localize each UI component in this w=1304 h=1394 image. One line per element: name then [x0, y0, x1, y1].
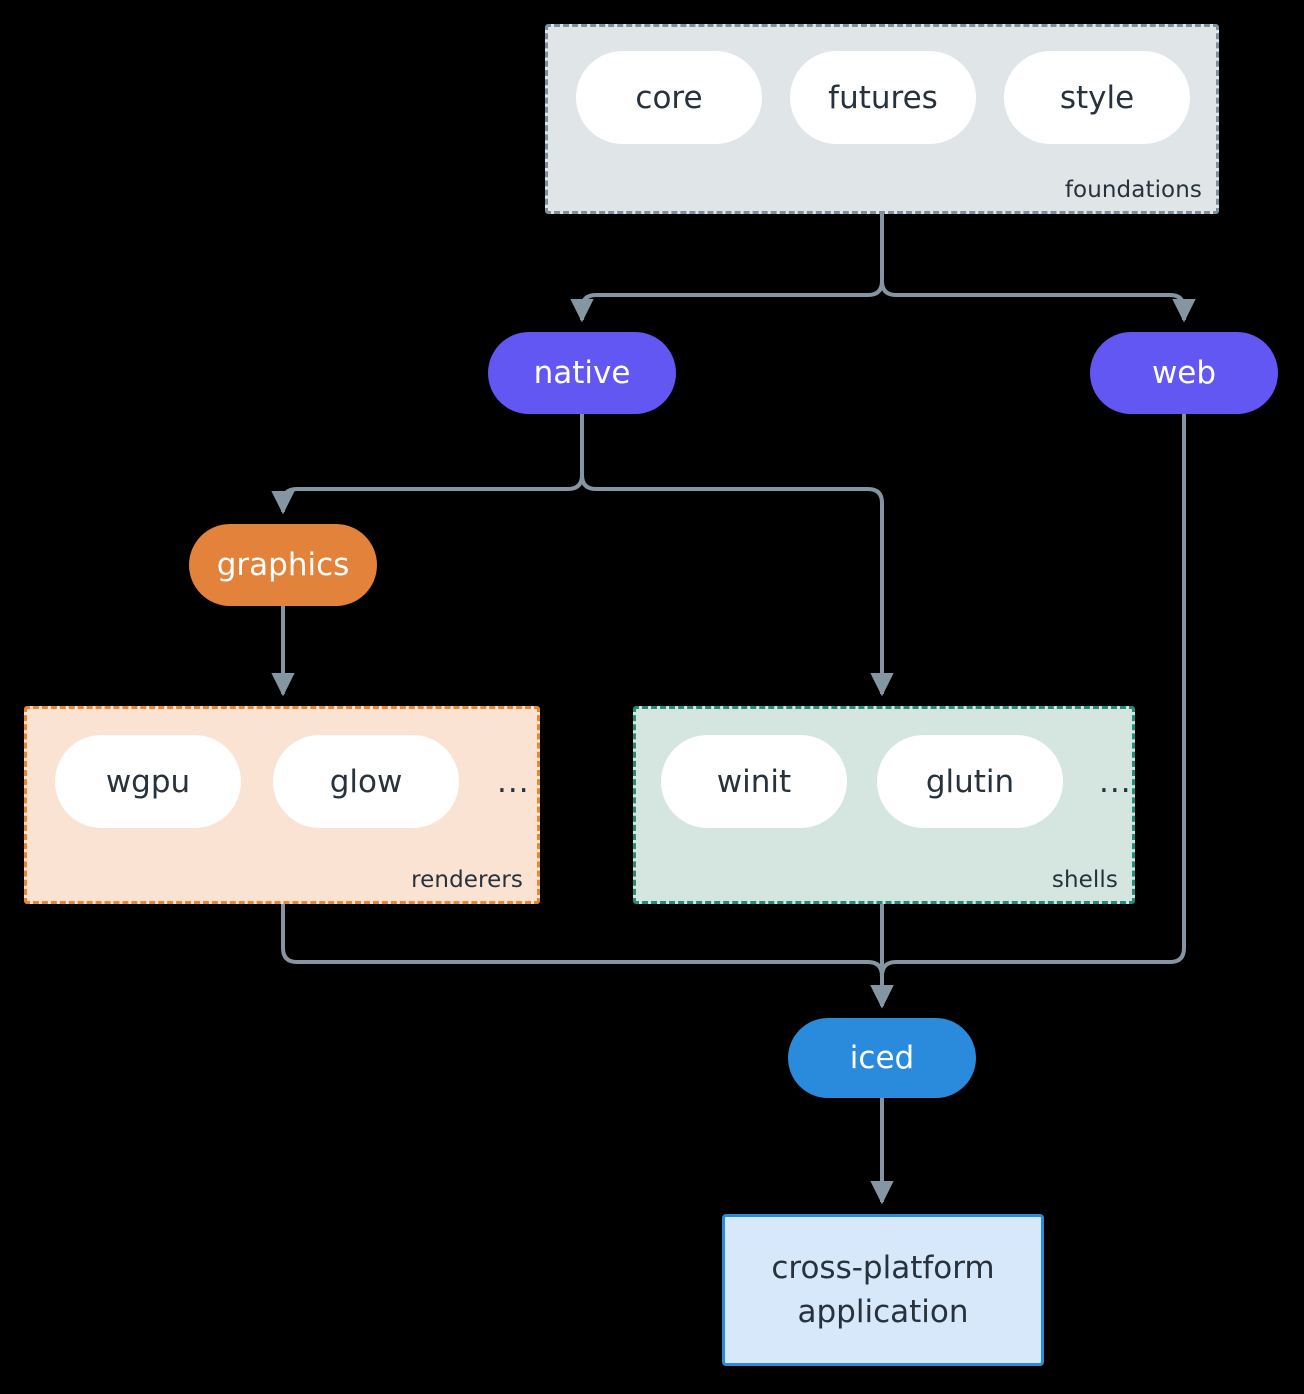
pill-style[interactable]: style — [1004, 51, 1190, 144]
edge-native-shells — [580, 414, 894, 697]
group-shells[interactable]: winit glutin ... shells — [633, 706, 1135, 904]
group-label-renderers: renderers — [411, 867, 523, 893]
edge-renderers-iced — [281, 904, 894, 1009]
group-label-foundations: foundations — [1064, 177, 1202, 203]
shells-items: winit glutin ... — [661, 735, 1132, 828]
node-web[interactable]: web — [1090, 332, 1278, 414]
pill-core[interactable]: core — [576, 51, 762, 144]
foundations-items: core futures style — [576, 51, 1190, 144]
node-graphics[interactable]: graphics — [189, 524, 377, 606]
edge-native-graphics — [271, 414, 584, 515]
shells-overflow-ellipsis: ... — [1099, 763, 1132, 800]
pill-futures[interactable]: futures — [790, 51, 976, 144]
application-line-2: application — [797, 1294, 969, 1330]
edge-foundations-native — [570, 214, 884, 323]
pill-glutin[interactable]: glutin — [877, 735, 1063, 828]
group-label-shells: shells — [1051, 867, 1118, 893]
edge-foundations-web — [880, 214, 1196, 323]
node-native[interactable]: native — [488, 332, 676, 414]
application-line-1: cross-platform — [771, 1249, 995, 1286]
node-cross-platform-application[interactable]: cross-platform application — [722, 1214, 1044, 1366]
group-foundations[interactable]: core futures style foundations — [545, 24, 1219, 214]
pill-glow[interactable]: glow — [273, 735, 459, 828]
pill-winit[interactable]: winit — [661, 735, 847, 828]
node-iced[interactable]: iced — [788, 1018, 976, 1098]
renderers-overflow-ellipsis: ... — [497, 763, 530, 800]
renderers-items: wgpu glow ... — [55, 735, 530, 828]
pill-wgpu[interactable]: wgpu — [55, 735, 241, 828]
group-renderers[interactable]: wgpu glow ... renderers — [24, 706, 540, 904]
